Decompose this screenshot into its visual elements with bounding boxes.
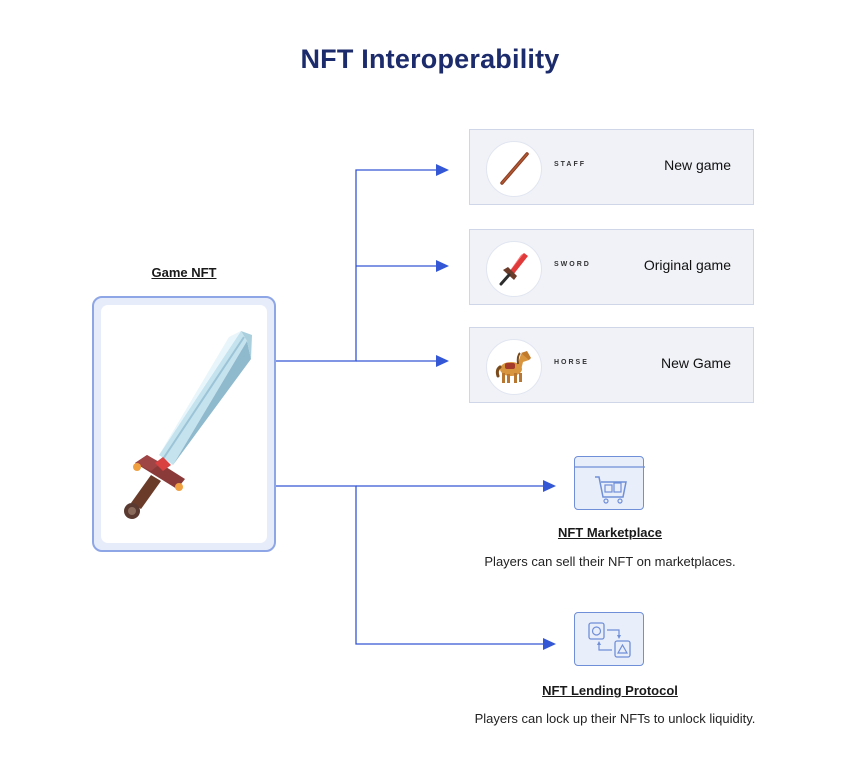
game-nft-card-inner [101, 305, 267, 543]
item-card-sword: SWORD Original game [469, 229, 754, 305]
arrow-horse [436, 355, 449, 367]
lending-description: Players can lock up their NFTs to unlock… [474, 711, 756, 726]
item-icon-circle [486, 339, 542, 395]
lending-icon-box [574, 612, 644, 666]
item-game: Original game [643, 257, 731, 273]
item-icon-circle [486, 141, 542, 197]
item-card-staff: STAFF New game [469, 129, 754, 205]
item-name: STAFF [554, 161, 587, 168]
item-game: New game [664, 157, 731, 173]
arrow-lending [543, 638, 556, 650]
item-name: SWORD [554, 261, 591, 268]
game-nft-card [92, 296, 276, 552]
item-icon-circle [486, 241, 542, 297]
marketplace-icon-box [574, 456, 645, 510]
horse-icon [495, 351, 531, 383]
arrow-marketplace [543, 480, 556, 492]
item-name: HORSE [554, 359, 589, 366]
source-label: Game NFT [151, 265, 217, 280]
connector-to-uses [276, 485, 546, 645]
marketplace-description: Players can sell their NFT on marketplac… [484, 554, 736, 569]
item-card-horse: HORSE New Game [469, 327, 754, 403]
shopping-cart-icon [575, 466, 645, 504]
lending-title: NFT Lending Protocol [542, 683, 678, 698]
staff-icon [500, 152, 529, 185]
swap-shapes-icon [588, 622, 631, 658]
page-title: NFT Interoperability [300, 44, 560, 74]
red-sword-icon [499, 253, 528, 286]
sword-icon [124, 331, 252, 519]
arrow-sword [436, 260, 449, 272]
arrow-staff [436, 164, 449, 176]
item-game: New Game [660, 355, 731, 371]
marketplace-title: NFT Marketplace [557, 525, 663, 540]
